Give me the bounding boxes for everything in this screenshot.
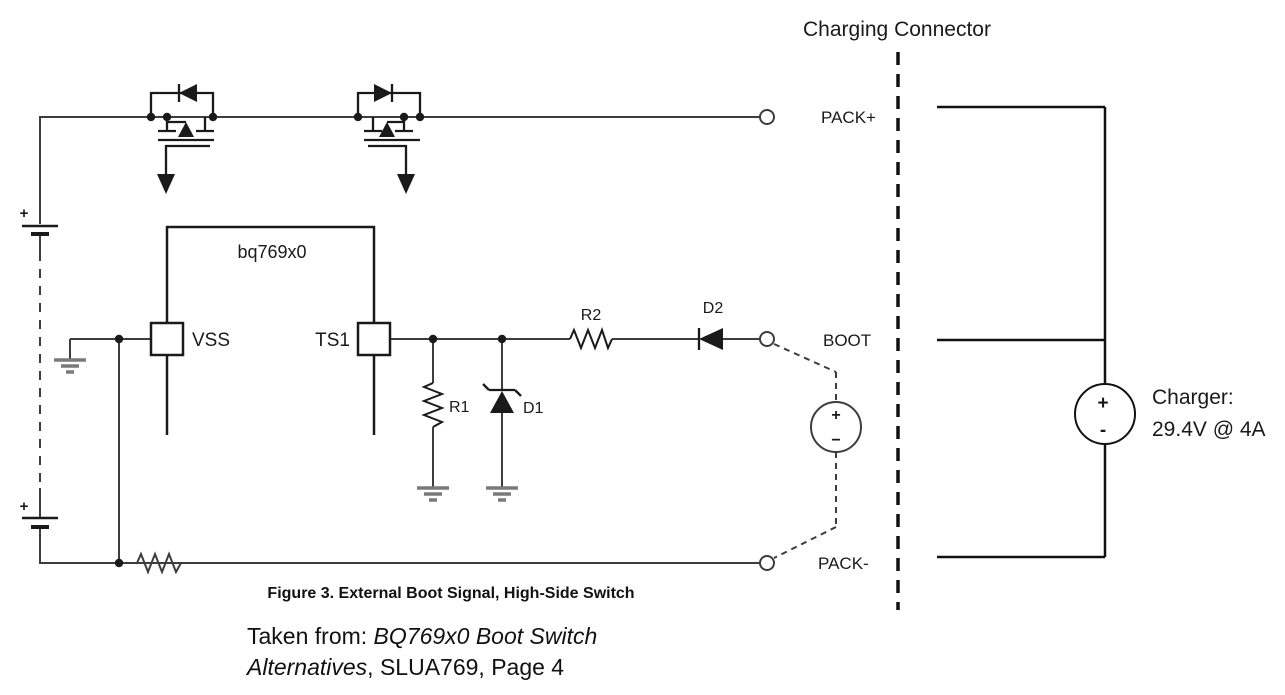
q2-gate-lead <box>368 144 408 174</box>
pin-box-vss <box>149 321 185 357</box>
source-caption-line2: Alternatives, SLUA769, Page 4 <box>245 654 564 680</box>
q2-body-diode-triangle <box>374 84 392 102</box>
battery1-plus-label: + <box>20 205 29 222</box>
q1-substrate-arrow <box>178 122 194 137</box>
zener-d1 <box>482 383 522 413</box>
charger-label-line2: 29.4V @ 4A <box>1152 418 1266 441</box>
junction-dot <box>208 112 218 122</box>
source-caption-title-part2: Alternatives <box>245 654 368 680</box>
q1-bypass-loop <box>149 91 215 117</box>
battery2-plus-label: + <box>20 498 29 515</box>
q2-gate-arrow <box>397 174 415 194</box>
boot-source <box>773 343 862 559</box>
figure-caption: Figure 3. External Boot Signal, High-Sid… <box>267 585 634 602</box>
charging-connector-title: Charging Connector <box>803 18 991 41</box>
battery-stack <box>22 224 58 529</box>
ic-outline <box>165 225 376 323</box>
terminal-pack-plus <box>759 109 775 125</box>
pin-ts1-label: TS1 <box>315 330 350 351</box>
d1-triangle <box>490 391 514 413</box>
junction-dot <box>497 334 507 344</box>
resistor-r1-label: R1 <box>449 399 470 416</box>
q2-bypass-loop <box>356 91 422 117</box>
source-caption-prefix: Taken from: <box>247 623 374 649</box>
charger-source-plus: + <box>1097 393 1108 414</box>
boot-source-plus: + <box>831 407 840 424</box>
q1-gate-arrow <box>157 174 175 194</box>
terminal-pack-minus-label: PACK- <box>818 554 869 573</box>
junction-dot <box>415 112 425 122</box>
junction-dots <box>114 112 507 568</box>
junction-dot <box>114 334 124 344</box>
sense-resistor <box>136 551 182 575</box>
ic-label: bq769x0 <box>237 242 306 262</box>
diode-d2-label: D2 <box>703 300 724 317</box>
terminal-pack-minus <box>759 555 775 571</box>
d1-hook-right <box>514 389 522 397</box>
q2-substrate-arrow <box>379 122 395 137</box>
mosfet-q2 <box>356 84 422 194</box>
resistor-r2-label: R2 <box>581 307 602 324</box>
zener-d1-label: D1 <box>523 400 544 417</box>
wire-top-rail <box>39 116 760 224</box>
ground-r1 <box>417 486 449 502</box>
d2-triangle <box>699 328 723 350</box>
ic-bq769x0 <box>149 225 392 435</box>
boot-source-minus: − <box>831 432 840 449</box>
terminal-boot-label: BOOT <box>823 331 871 350</box>
junction-dot <box>399 112 409 122</box>
resistor-r2 <box>569 327 613 351</box>
pin-box-ts1 <box>356 321 392 357</box>
junction-dot <box>162 112 172 122</box>
diode-d2 <box>697 328 723 350</box>
junction-dot <box>146 112 156 122</box>
source-caption-title-part1: BQ769x0 Boot Switch <box>374 623 598 649</box>
terminal-pack-plus-label: PACK+ <box>821 108 876 127</box>
charger-circuit <box>937 105 1136 559</box>
q1-gate-lead <box>164 144 210 174</box>
wires <box>39 116 760 564</box>
ground-d1 <box>486 486 518 502</box>
charger-label-line1: Charger: <box>1152 386 1234 409</box>
junction-dot <box>428 334 438 344</box>
d1-hook-left <box>482 383 490 391</box>
charger-source-minus: - <box>1100 420 1106 441</box>
junction-dot <box>353 112 363 122</box>
source-caption-suffix: , SLUA769, Page 4 <box>367 654 564 680</box>
boot-dash-diag-top <box>773 343 837 373</box>
terminal-boot <box>759 331 775 347</box>
wire-bottom-rail <box>39 527 760 564</box>
resistor-r1 <box>421 382 445 428</box>
boot-dash-diag-bottom <box>773 526 837 559</box>
mosfet-q1 <box>149 84 215 194</box>
q1-body-diode-triangle <box>179 84 197 102</box>
ground-vss <box>54 339 86 374</box>
charger-source-circle <box>1074 383 1136 445</box>
pin-vss-label: VSS <box>192 330 230 351</box>
source-caption-line1: Taken from: BQ769x0 Boot Switch <box>247 623 597 649</box>
junction-dot <box>114 558 124 568</box>
